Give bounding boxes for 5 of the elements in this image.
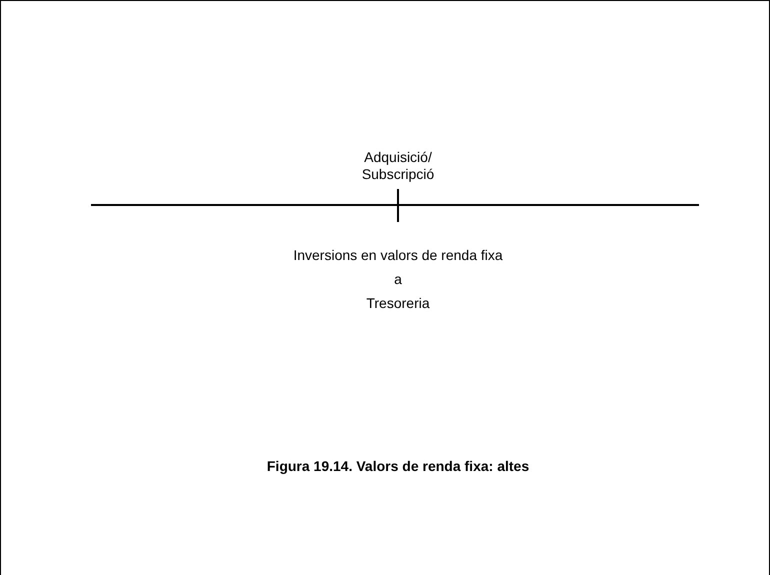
- figure-caption: Figura 19.14. Valors de renda fixa: altes: [266, 458, 530, 474]
- entry-text: Inversions en valors de renda fixa: [293, 247, 503, 264]
- entry-text: Tresoreria: [366, 295, 430, 312]
- entry-text: a: [394, 271, 402, 288]
- event-label: Adquisició/ Subscripció: [360, 149, 436, 183]
